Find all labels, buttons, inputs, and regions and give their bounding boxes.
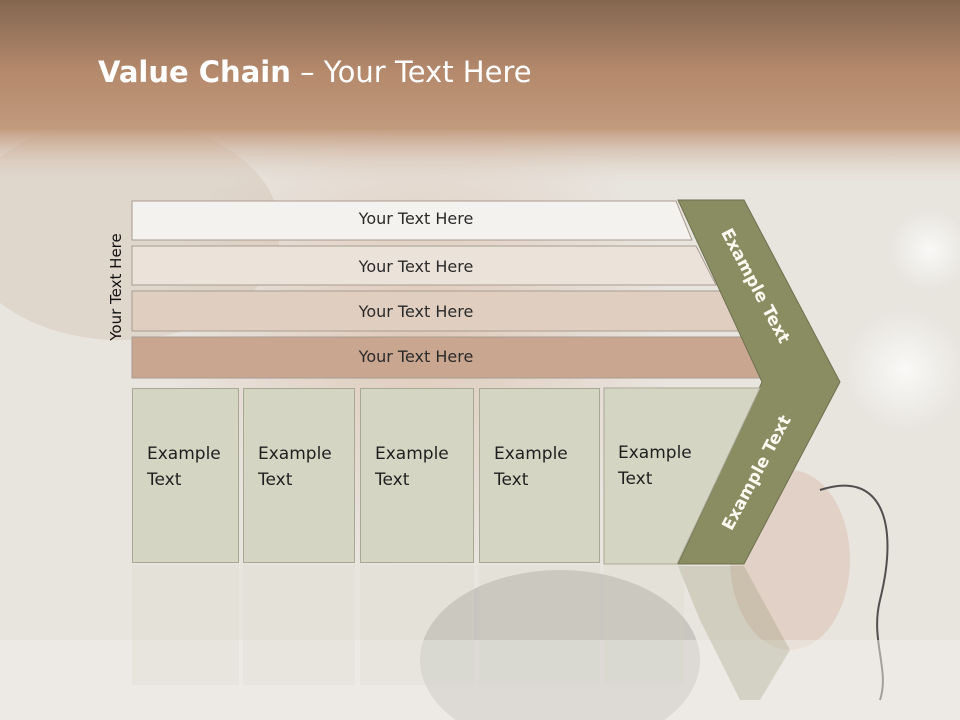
- bar-2-label: Your Text Here: [358, 257, 474, 276]
- box-4-line2: Text: [494, 470, 529, 490]
- chevron-reflection: [678, 566, 790, 700]
- title-rest: – Your Text Here: [290, 55, 532, 89]
- slide-title: Value Chain – Your Text Here: [98, 55, 532, 89]
- activity-box-5-shape: [603, 387, 761, 565]
- box-5-line2: Text: [618, 469, 653, 489]
- box-3-reflection: [360, 565, 474, 685]
- box-4-reflection: [479, 565, 600, 685]
- box-1-line2: Text: [147, 470, 182, 490]
- box-5-line1: Example: [618, 443, 692, 463]
- chevron-arrow: [677, 199, 841, 565]
- box-1-reflection: [132, 565, 239, 685]
- box-3-line1: Example: [375, 444, 449, 464]
- box-2-reflection: [243, 565, 355, 685]
- bar-3-label: Your Text Here: [358, 302, 474, 321]
- bar-2: [131, 245, 717, 286]
- box-5-reflection: [604, 565, 684, 685]
- bar-1-label: Your Text Here: [358, 209, 474, 228]
- box-2-line1: Example: [258, 444, 332, 464]
- box-4-line1: Example: [494, 444, 568, 464]
- bar-1: [131, 200, 693, 241]
- box-2-line2: Text: [258, 470, 293, 490]
- box-1-line1: Example: [147, 444, 221, 464]
- title-bold: Value Chain: [98, 55, 291, 89]
- box-3-line2: Text: [375, 470, 410, 490]
- bar-4-label: Your Text Here: [358, 347, 474, 366]
